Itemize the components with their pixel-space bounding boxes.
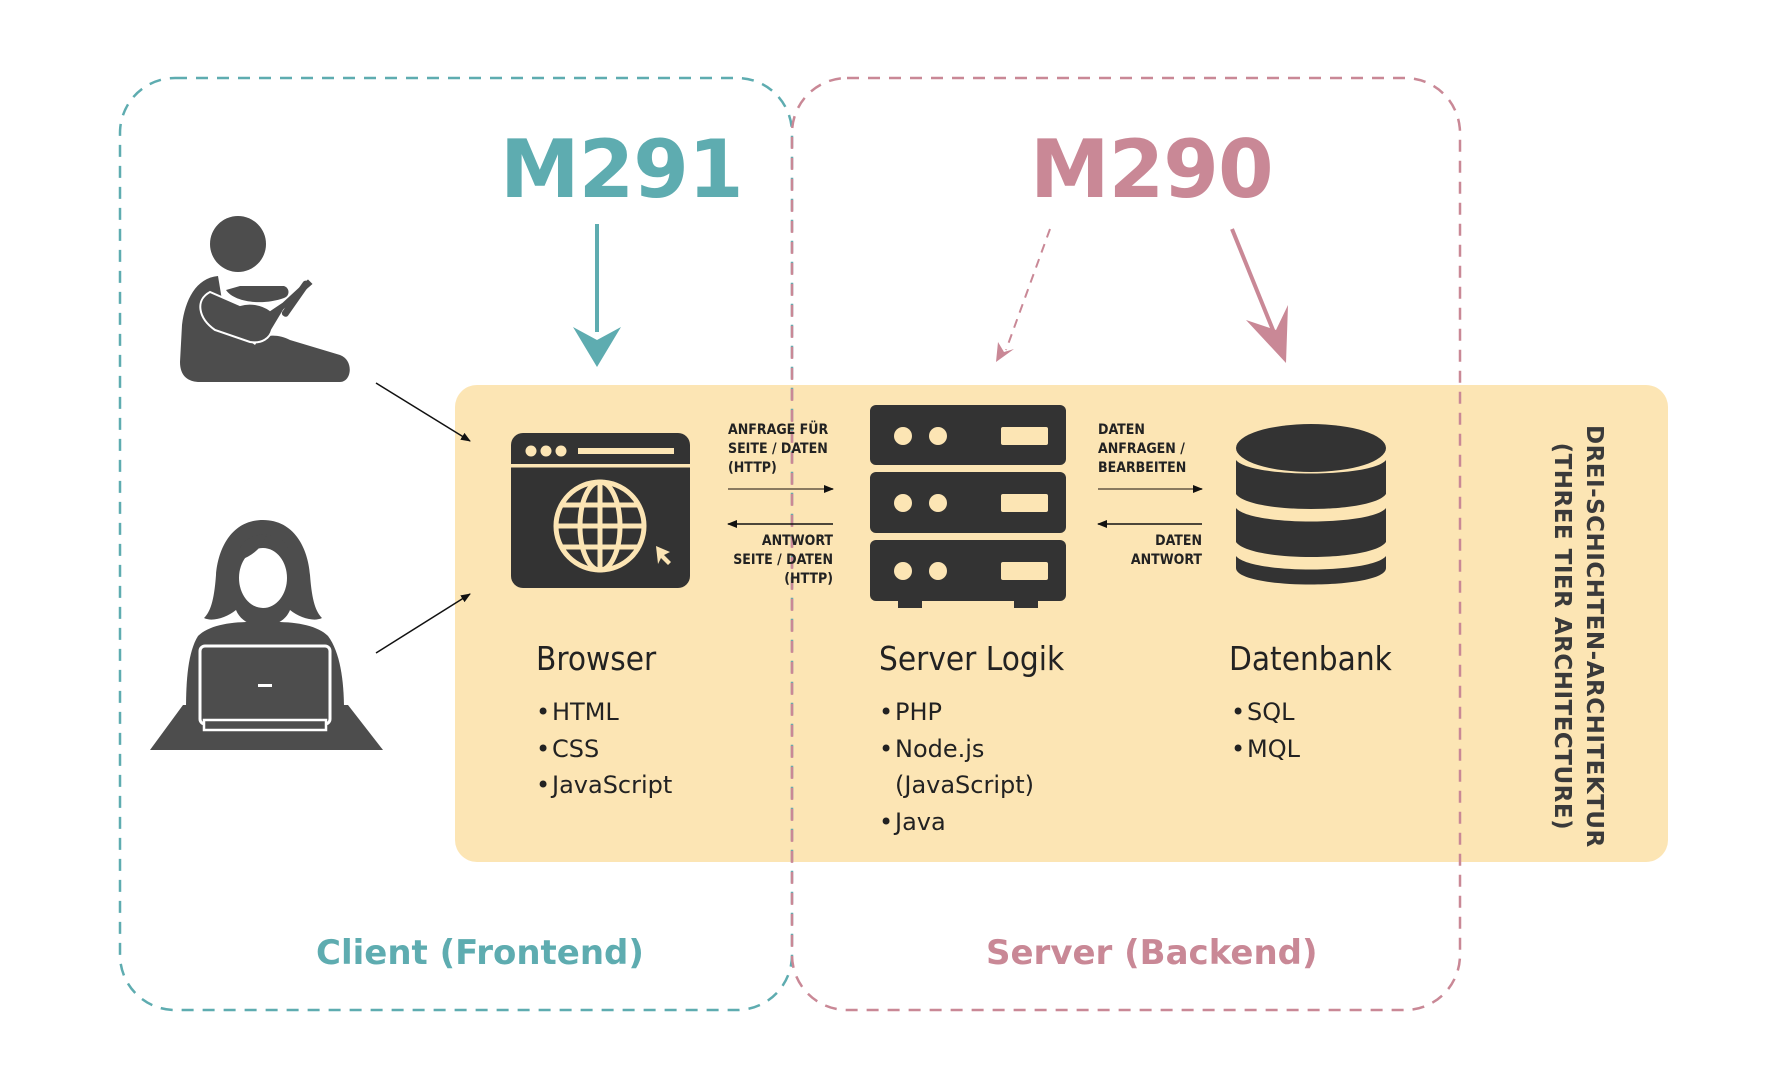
user1-arrow (375, 382, 471, 442)
server-rack-icon (870, 405, 1066, 608)
server-region-border (790, 76, 1462, 1012)
list-item: •(JavaScript) (895, 771, 1035, 799)
tier-list-browser: •HTML •CSS •JavaScript (536, 694, 672, 804)
three-tier-label: DREI-SCHICHTEN-ARCHITEKTUR (THREE TIER A… (1549, 425, 1607, 848)
list-item: •Node.js (879, 734, 985, 763)
list-item: •MQL (1231, 734, 1300, 763)
user-sitting-phone-icon (180, 216, 350, 382)
list-item: •JavaScript (536, 771, 673, 799)
list-item: •CSS (536, 734, 600, 763)
user2-arrow (375, 593, 471, 654)
m291-arrow (573, 224, 621, 367)
client-region-label: Client (Frontend) (316, 933, 644, 973)
user-laptop-icon (150, 520, 383, 750)
server-db-request-label: DATEN ANFRAGEN / BEARBEITEN (1098, 422, 1187, 476)
browser-server-response-label: ANTWORT SEITE / DATEN (HTTP) (733, 533, 833, 587)
client-module-title: M291 (500, 123, 744, 216)
list-item: •HTML (536, 698, 619, 726)
list-item: •SQL (1231, 698, 1295, 726)
browser-globe-icon (511, 433, 690, 588)
m290-solid-arrow (1230, 228, 1288, 363)
tier-list-database: •SQL •MQL (1231, 694, 1300, 767)
tier-list-server: •PHP •Node.js •(JavaScript) •Java (879, 694, 1034, 840)
tier-title-server: Server Logik (879, 639, 1065, 678)
browser-server-request-label: ANFRAGE FÜR SEITE / DATEN (HTTP) (728, 422, 829, 476)
list-item: •Java (879, 807, 946, 836)
client-region-border (118, 76, 794, 1012)
tier-title-browser: Browser (536, 639, 657, 678)
server-module-title: M290 (1030, 123, 1274, 216)
list-item: •PHP (879, 698, 942, 726)
tier-title-database: Datenbank (1229, 639, 1392, 678)
server-db-response-label: DATEN ANTWORT (1130, 533, 1202, 568)
server-region-label: Server (Backend) (986, 933, 1318, 973)
database-icon (1236, 424, 1386, 585)
m290-dashed-arrow (996, 228, 1051, 362)
